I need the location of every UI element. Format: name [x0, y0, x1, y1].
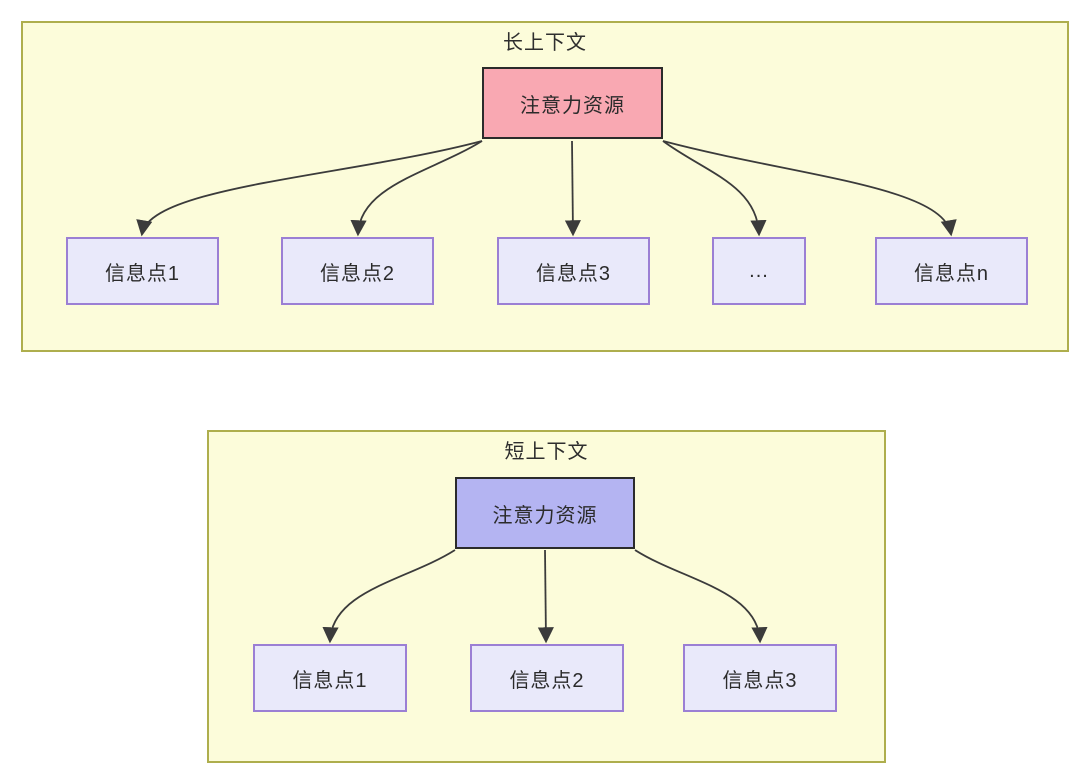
node-info-point-n: 信息点n [875, 237, 1028, 305]
node-label: 信息点2 [509, 669, 585, 692]
node-label: 注意力资源 [492, 504, 598, 527]
node-info-point-2-long: 信息点2 [281, 237, 434, 305]
node-label: 注意力资源 [520, 94, 625, 117]
node-info-point-1-short: 信息点1 [253, 644, 407, 712]
node-label: ... [749, 259, 769, 282]
node-label: 信息点n [913, 262, 990, 285]
node-label: 信息点3 [535, 262, 612, 285]
node-label: 信息点2 [319, 262, 396, 285]
short-context-title: 短上下文 [504, 441, 589, 463]
node-attention-resource-long: 注意力资源 [482, 67, 663, 139]
node-info-point-ellipsis: ... [712, 237, 806, 305]
node-info-point-3-long: 信息点3 [497, 237, 650, 305]
node-label: 信息点1 [292, 669, 368, 692]
node-label: 信息点1 [104, 262, 181, 285]
node-info-point-2-short: 信息点2 [470, 644, 624, 712]
node-info-point-1-long: 信息点1 [66, 237, 219, 305]
node-label: 信息点3 [722, 669, 798, 692]
node-info-point-3-short: 信息点3 [683, 644, 837, 712]
node-attention-resource-short: 注意力资源 [455, 477, 635, 549]
long-context-title: 长上下文 [503, 32, 587, 54]
